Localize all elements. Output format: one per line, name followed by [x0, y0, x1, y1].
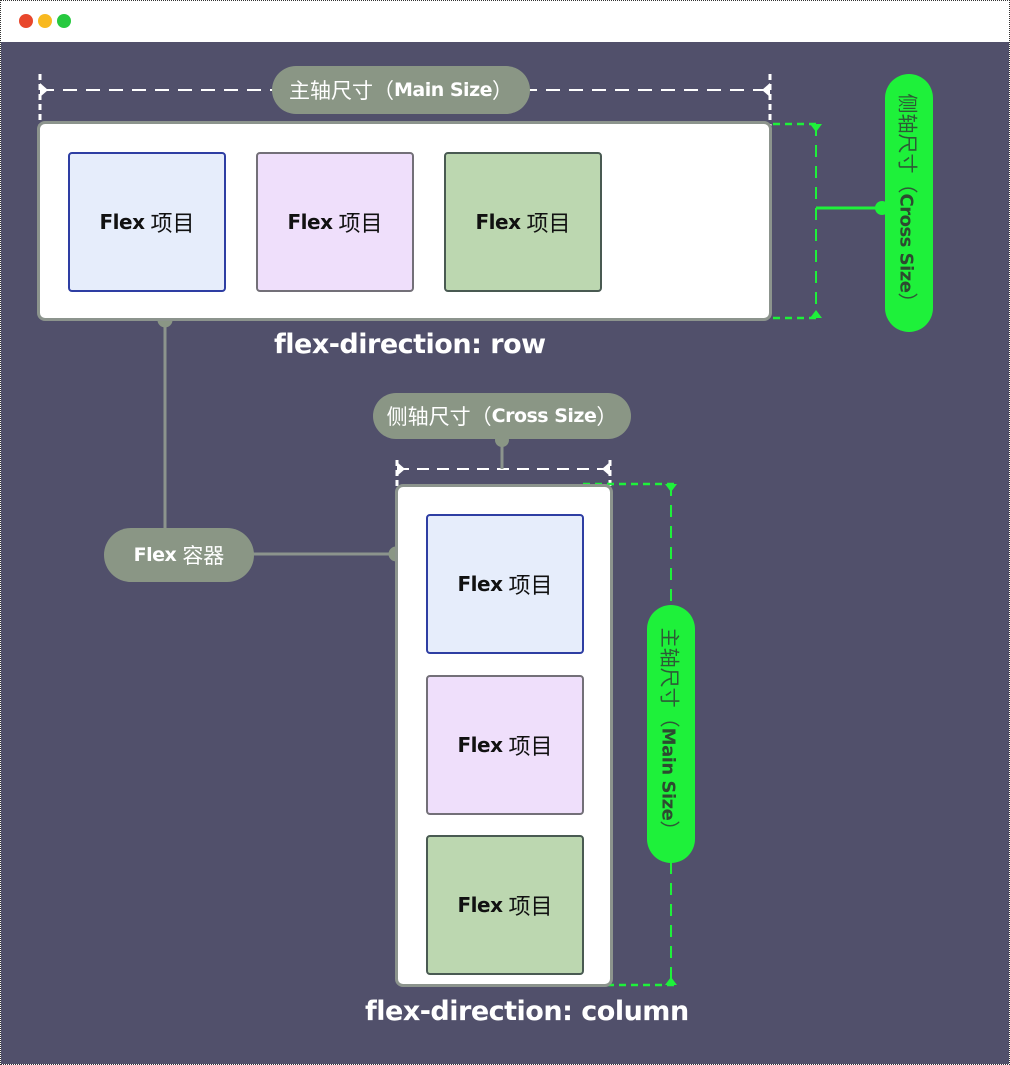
- row-caption: flex-direction: row: [274, 329, 546, 360]
- label-cn: 主轴尺寸（: [657, 627, 682, 728]
- label-paren: ）: [657, 820, 682, 841]
- label-text: 容器: [182, 544, 225, 568]
- label-paren: ）: [596, 405, 618, 429]
- label-paren: ）: [895, 292, 920, 313]
- item-label-bold: Flex: [457, 893, 503, 917]
- item-label-bold: Flex: [287, 210, 333, 234]
- minimize-window-button[interactable]: [38, 14, 52, 28]
- column-caption: flex-direction: column: [365, 996, 689, 1027]
- column-main-size-label: 主轴尺寸（Main Size）: [647, 605, 695, 863]
- label-paren: ）: [492, 79, 514, 103]
- arrow-left-icon: [40, 83, 48, 97]
- label-en: Main Size: [657, 727, 679, 821]
- arrow-right-icon: [762, 83, 770, 97]
- item-label-text: 项目: [508, 574, 553, 599]
- title-bar: [1, 1, 1009, 41]
- label-cn: 侧轴尺寸（: [895, 93, 920, 194]
- row-cross-size-label: 侧轴尺寸（Cross Size）: [885, 74, 933, 332]
- item-label-text: 项目: [526, 212, 571, 237]
- item-label-text: 项目: [150, 212, 195, 237]
- row-main-size-label: 主轴尺寸（Main Size）: [272, 66, 530, 114]
- label-bold: Flex: [133, 544, 177, 566]
- label-cn: 主轴尺寸（: [288, 79, 394, 103]
- item-label-bold: Flex: [99, 210, 145, 234]
- item-label-bold: Flex: [457, 733, 503, 757]
- label-cn: 侧轴尺寸（: [386, 405, 492, 429]
- label-en: Cross Size: [491, 405, 597, 427]
- item-label-text: 项目: [508, 895, 553, 920]
- label-en: Cross Size: [895, 193, 917, 293]
- item-label-bold: Flex: [457, 572, 503, 596]
- label-en: Main Size: [393, 79, 493, 101]
- maximize-window-button[interactable]: [57, 14, 71, 28]
- column-cross-size-label: 侧轴尺寸（Cross Size）: [373, 393, 631, 439]
- item-label-text: 项目: [508, 735, 553, 760]
- item-label-bold: Flex: [475, 210, 521, 234]
- item-label-text: 项目: [338, 212, 383, 237]
- close-window-button[interactable]: [19, 14, 33, 28]
